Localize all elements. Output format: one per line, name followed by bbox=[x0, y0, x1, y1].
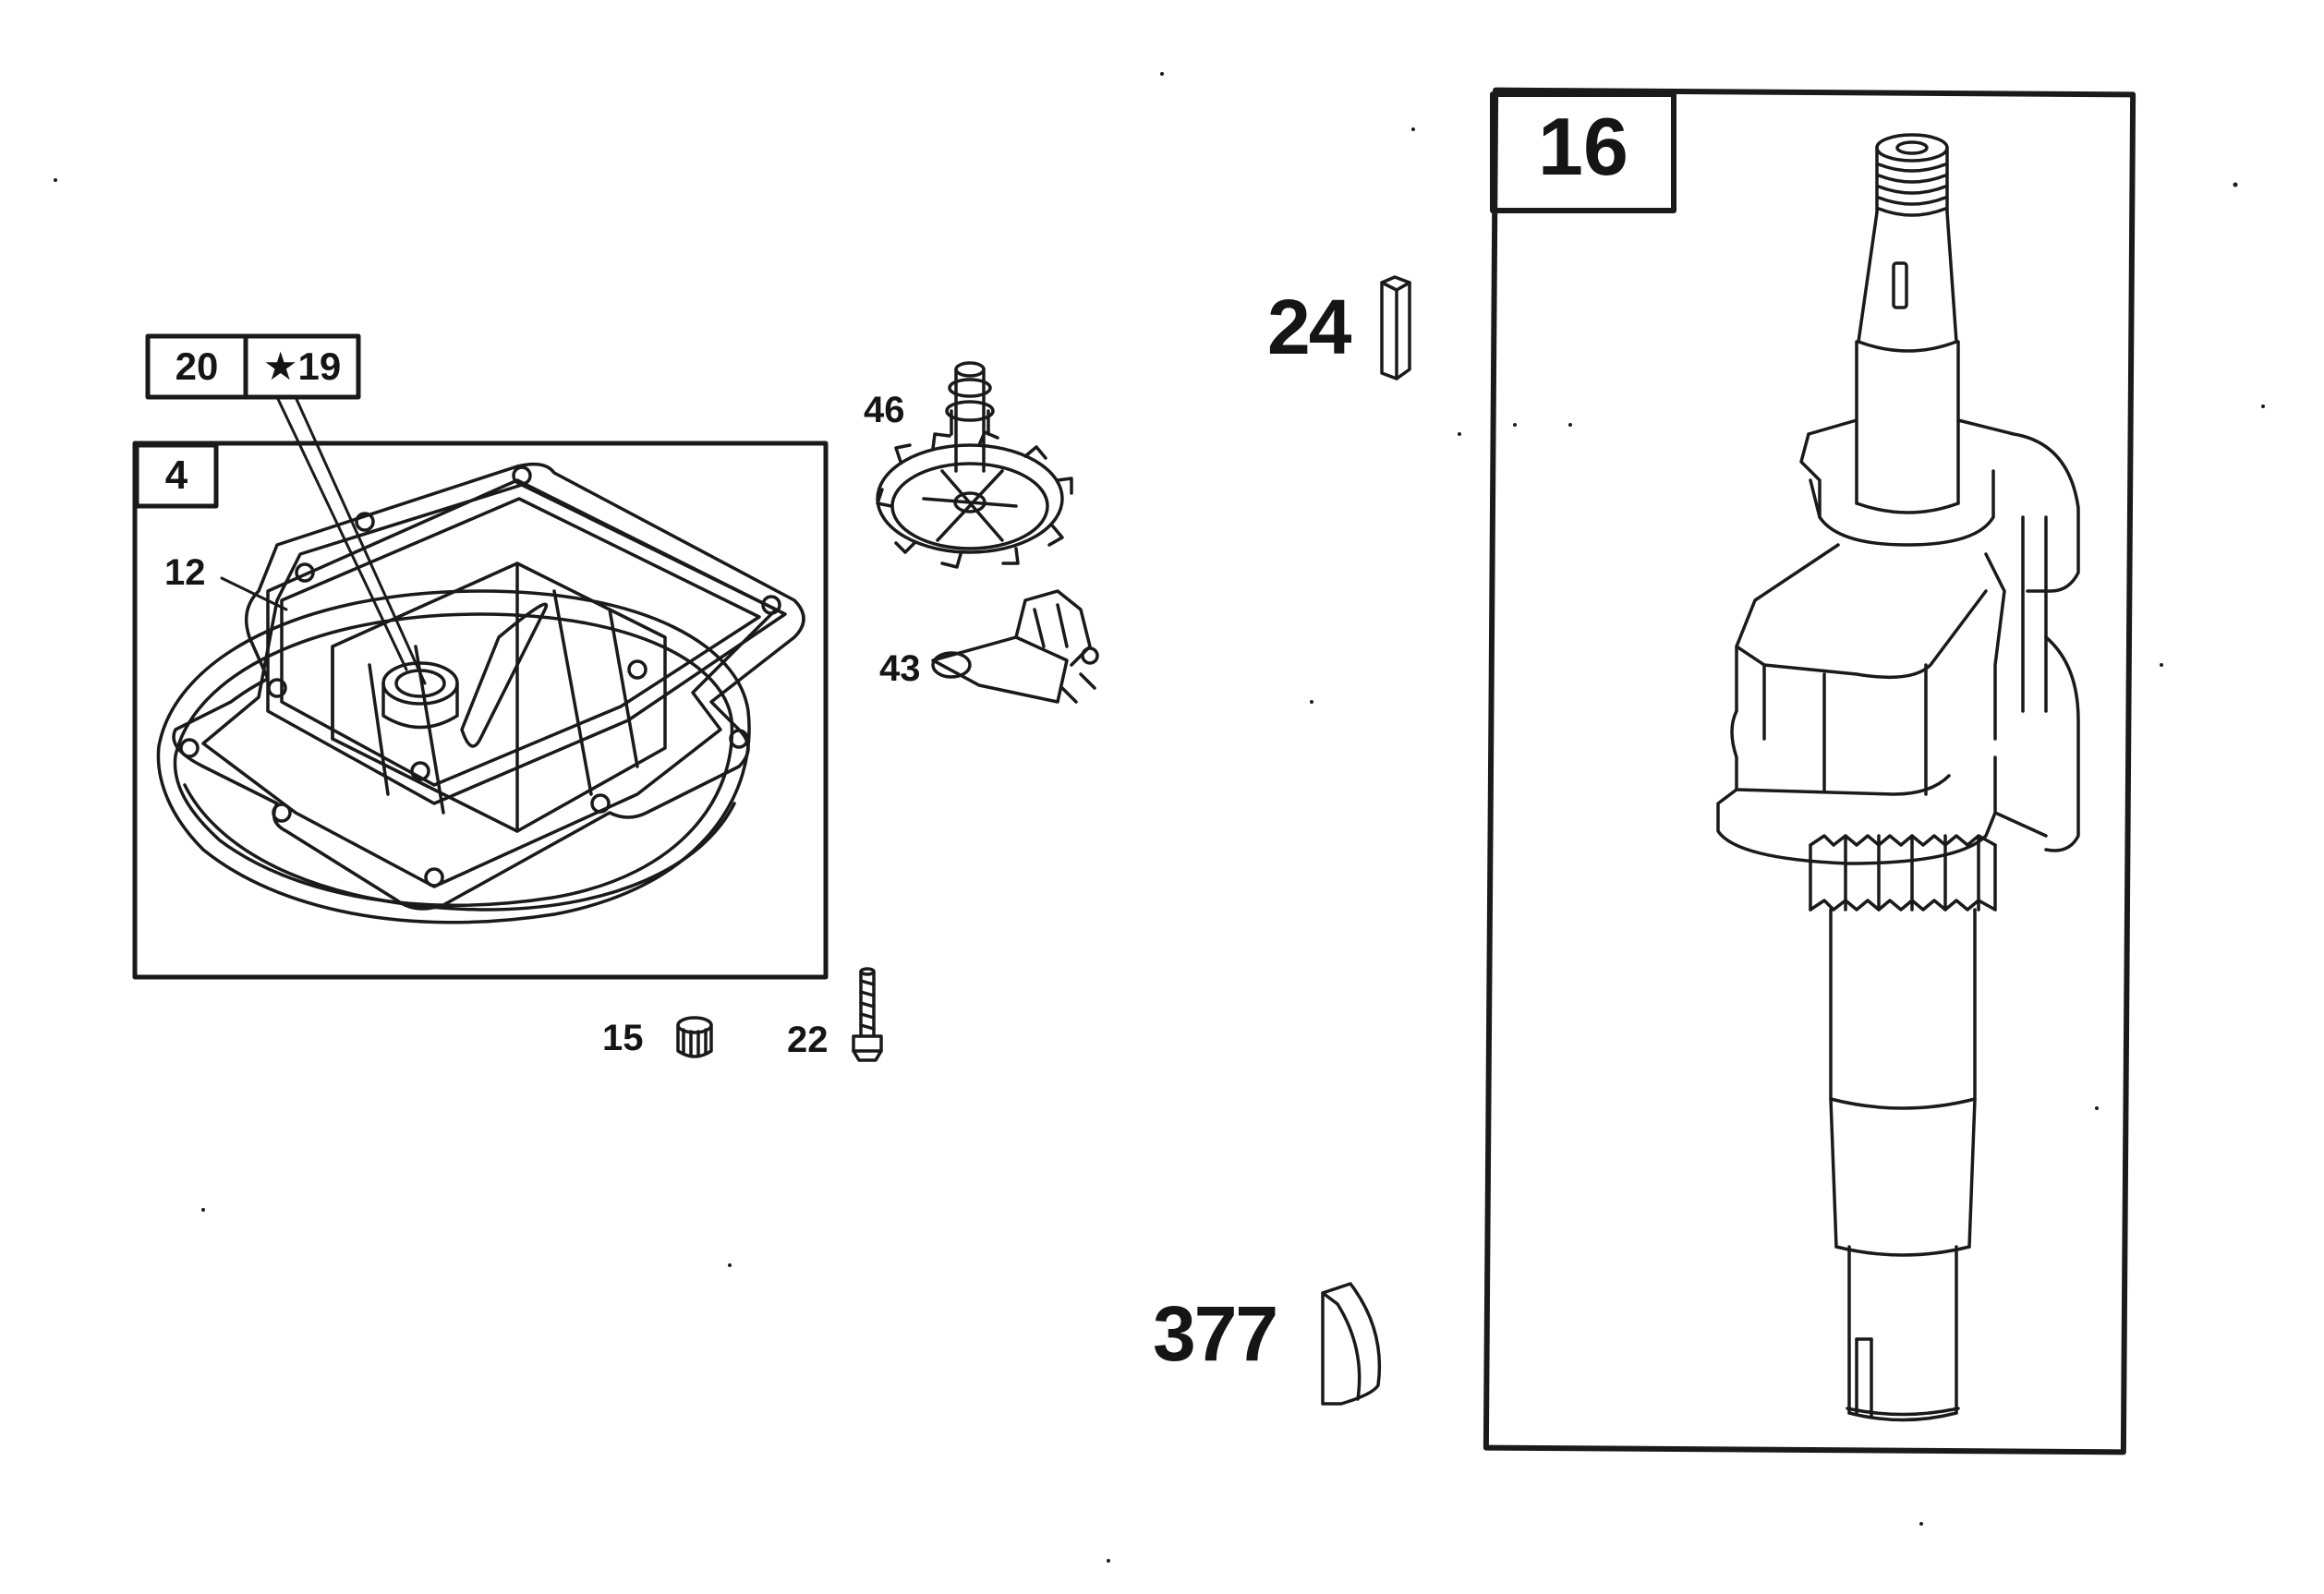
crankcase-cover-drawing bbox=[156, 395, 805, 924]
bolt-drawing bbox=[852, 967, 883, 1062]
frame-19 bbox=[243, 333, 361, 400]
callout-16: 16 bbox=[1538, 101, 1628, 192]
frame-16 bbox=[1483, 87, 2136, 1455]
leader-12 bbox=[220, 576, 288, 611]
frame-4 bbox=[132, 441, 829, 980]
callout-4: 4 bbox=[164, 453, 188, 498]
callout-12: 12 bbox=[164, 552, 206, 593]
key-drawing bbox=[1380, 275, 1411, 380]
leader-20 bbox=[294, 395, 427, 685]
frame-16-tag bbox=[1490, 91, 1676, 213]
crankshaft-drawing bbox=[1716, 133, 2080, 1422]
callout-15: 15 bbox=[602, 1018, 644, 1058]
frame-4-tag bbox=[134, 442, 219, 509]
plug-drawing bbox=[676, 1016, 713, 1058]
leader-19 bbox=[275, 395, 408, 671]
callout-20: 20 bbox=[175, 344, 219, 388]
callout-24: 24 bbox=[1267, 284, 1351, 370]
callout-377: 377 bbox=[1153, 1290, 1278, 1377]
callout-46: 46 bbox=[864, 390, 905, 430]
callout-22: 22 bbox=[787, 1020, 829, 1060]
governor-gear-drawing bbox=[876, 361, 1073, 569]
governor-crank-drawing bbox=[931, 589, 1099, 704]
scan-speckles bbox=[54, 72, 2265, 1563]
callout-19: ★19 bbox=[262, 344, 342, 388]
woodruff-key-drawing bbox=[1321, 1282, 1382, 1406]
callout-43: 43 bbox=[879, 648, 921, 689]
